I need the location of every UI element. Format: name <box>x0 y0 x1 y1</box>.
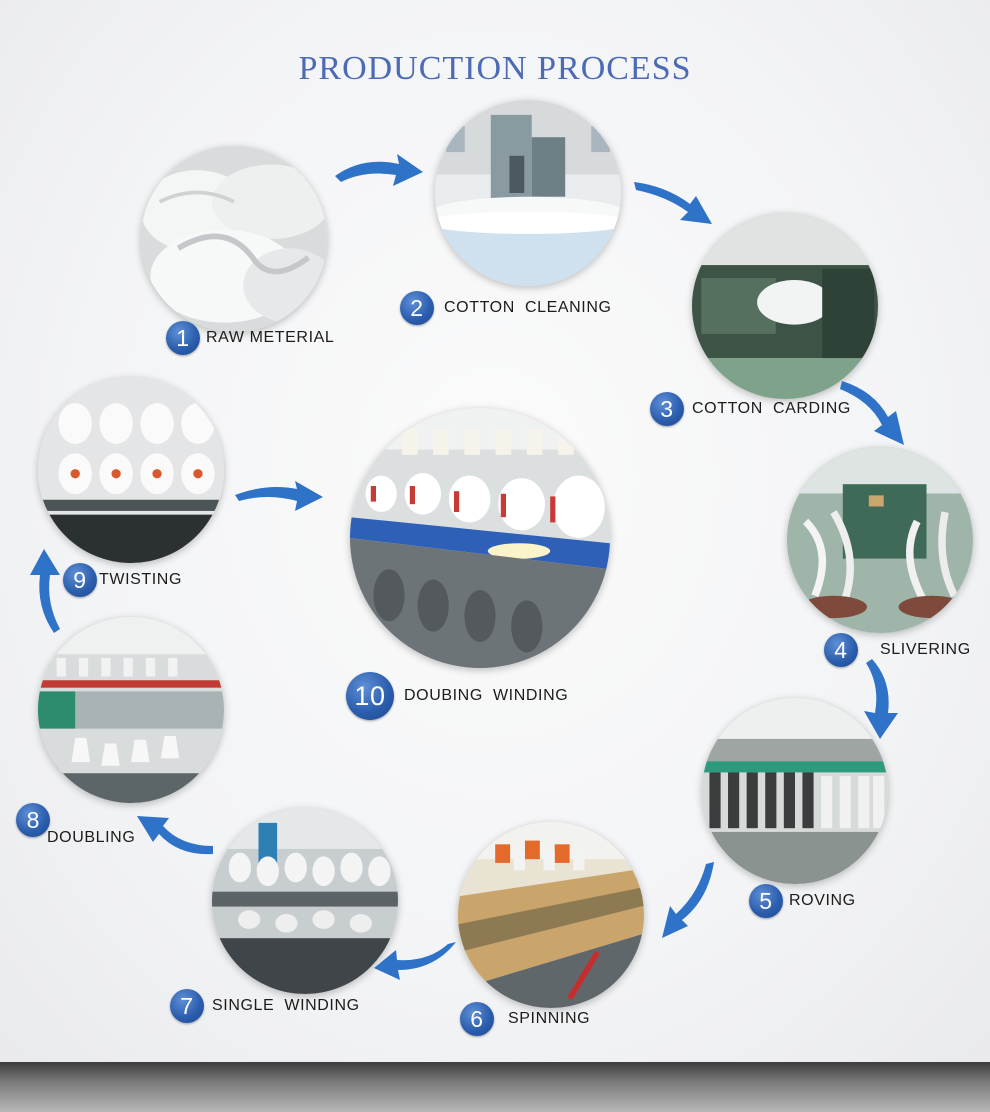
step-3-badge: 3 <box>650 392 684 426</box>
step-9-badge: 9 <box>63 563 97 597</box>
step-8-text: DOUBLING <box>47 829 136 846</box>
arrow-1-to-2-icon <box>335 154 423 186</box>
step-1-text: RAW METERIAL <box>206 329 335 346</box>
arrow-2-to-3-icon <box>634 182 712 224</box>
step-2-text: COTTON CLEANING <box>444 299 612 316</box>
step-7-label: 7 SINGLE WINDING <box>170 989 360 1023</box>
doubling-photo <box>38 617 224 803</box>
infographic-card: PRODUCTION PROCESS <box>0 0 990 1062</box>
step-3-text: COTTON CARDING <box>692 400 851 417</box>
step-4-badge: 4 <box>824 633 858 667</box>
arrow-4-to-5-icon <box>864 659 898 739</box>
step-9-text: TWISTING <box>99 571 183 588</box>
page-title: PRODUCTION PROCESS <box>298 50 692 87</box>
arrow-3-to-4-icon <box>840 381 904 445</box>
step-10-text: DOUBING WINDING <box>404 687 569 704</box>
step-1-label: 1 RAW METERIAL <box>166 321 334 355</box>
arrow-9-to-10-icon <box>235 481 323 511</box>
step-7-badge: 7 <box>170 989 204 1023</box>
step-1-badge: 1 <box>166 321 200 355</box>
bottom-shadow <box>0 1062 990 1112</box>
step-10-label: 10 DOUBING WINDING <box>346 672 568 720</box>
step-7-text: SINGLE WINDING <box>212 997 360 1014</box>
step-9-label: 9 TWISTING <box>63 563 182 597</box>
step-3-label: 3 COTTON CARDING <box>650 392 851 426</box>
cotton-carding-photo <box>692 213 878 399</box>
step-2-label: 2 COTTON CLEANING <box>400 291 612 325</box>
doubing-winding-photo <box>350 408 610 668</box>
arrow-5-to-6-icon <box>662 862 714 938</box>
step-6-badge: 6 <box>460 1002 494 1036</box>
roving-photo <box>702 698 888 884</box>
step-6-text: SPINNING <box>508 1010 591 1027</box>
arrow-8-to-9-icon <box>30 549 60 633</box>
arrow-7-to-8-icon <box>137 816 213 855</box>
step-6-label: 6 SPINNING <box>460 1002 590 1036</box>
raw-material-photo <box>141 146 327 332</box>
step-2-badge: 2 <box>400 291 434 325</box>
step-4-label: 4 SLIVERING <box>824 633 971 667</box>
step-5-label: 5 ROVING <box>749 884 856 918</box>
step-8-badge: 8 <box>16 803 50 837</box>
arrow-6-to-7-icon <box>374 942 456 980</box>
single-winding-photo <box>212 808 398 994</box>
step-4-text: SLIVERING <box>880 641 971 658</box>
step-5-badge: 5 <box>749 884 783 918</box>
cotton-cleaning-photo <box>435 100 621 286</box>
step-10-badge: 10 <box>346 672 394 720</box>
twisting-photo <box>38 377 224 563</box>
step-5-text: ROVING <box>789 892 856 909</box>
slivering-photo <box>787 447 973 633</box>
spinning-photo <box>458 822 644 1008</box>
